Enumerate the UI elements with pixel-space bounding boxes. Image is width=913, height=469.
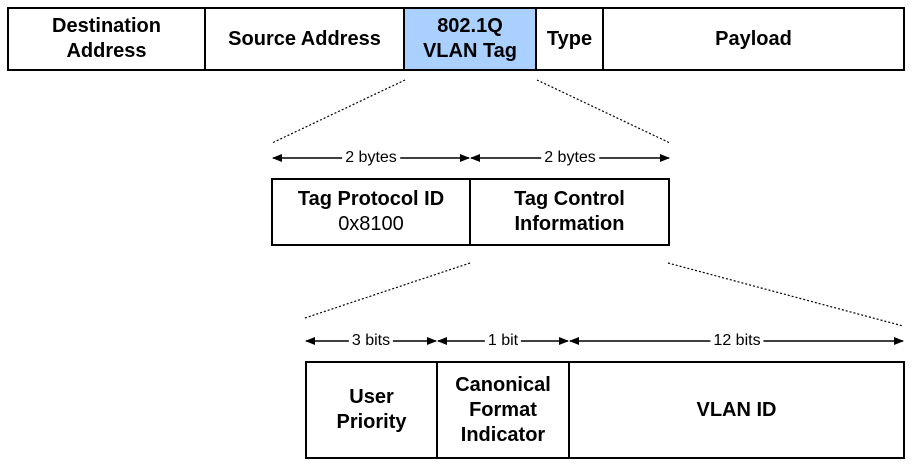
tag-protocol-id-field: Tag Protocol ID 0x8100 <box>271 178 471 246</box>
vlan-id-label: VLAN ID <box>696 398 777 421</box>
vlan-tag-line-2: VLAN Tag <box>422 40 518 62</box>
tci-title-line-2: Information <box>514 213 625 235</box>
zoom-line-tci-right <box>667 262 904 327</box>
canonical-format-indicator-field: Canonical Format Indicator <box>438 361 570 459</box>
vlan-tag-field: 802.1Q VLAN Tag <box>405 7 537 71</box>
tci-size-label: 2 bytes <box>541 149 599 167</box>
vlan-tag-line-1: 802.1Q <box>437 15 503 37</box>
tpid-size-label: 2 bytes <box>342 149 400 167</box>
cfi-line-3: Indicator <box>460 423 546 446</box>
zoom-line-tci-left <box>304 262 471 319</box>
type-field: Type <box>537 7 604 71</box>
destination-address-line-1: Destination <box>52 15 161 37</box>
destination-address-line-2: Address <box>66 40 147 62</box>
tag-control-information-field: Tag Control Information <box>471 178 670 246</box>
user-priority-line-1: User <box>349 386 394 408</box>
zoom-line-tag-left <box>271 79 406 144</box>
vlan-id-size-label: 12 bits <box>710 332 764 350</box>
type-label: Type <box>546 27 593 50</box>
source-address-field: Source Address <box>206 7 405 71</box>
source-address-label: Source Address <box>228 27 381 50</box>
tag-protocol-id-title: Tag Protocol ID <box>297 188 445 210</box>
zoom-line-tag-right <box>536 79 671 144</box>
vlan-id-field: VLAN ID <box>570 361 905 459</box>
cfi-size-label: 1 bit <box>484 332 522 350</box>
tci-title-line-1: Tag Control <box>514 188 625 210</box>
tag-protocol-id-value: 0x8100 <box>338 213 404 235</box>
user-priority-line-2: Priority <box>336 411 407 433</box>
payload-field: Payload <box>604 7 905 71</box>
cfi-line-1: Canonical <box>455 373 551 396</box>
cfi-line-2: Format <box>469 398 537 421</box>
payload-label: Payload <box>715 27 792 50</box>
user-priority-size-label: 3 bits <box>348 332 394 350</box>
user-priority-field: User Priority <box>305 361 438 459</box>
destination-address-field: Destination Address <box>7 7 206 71</box>
